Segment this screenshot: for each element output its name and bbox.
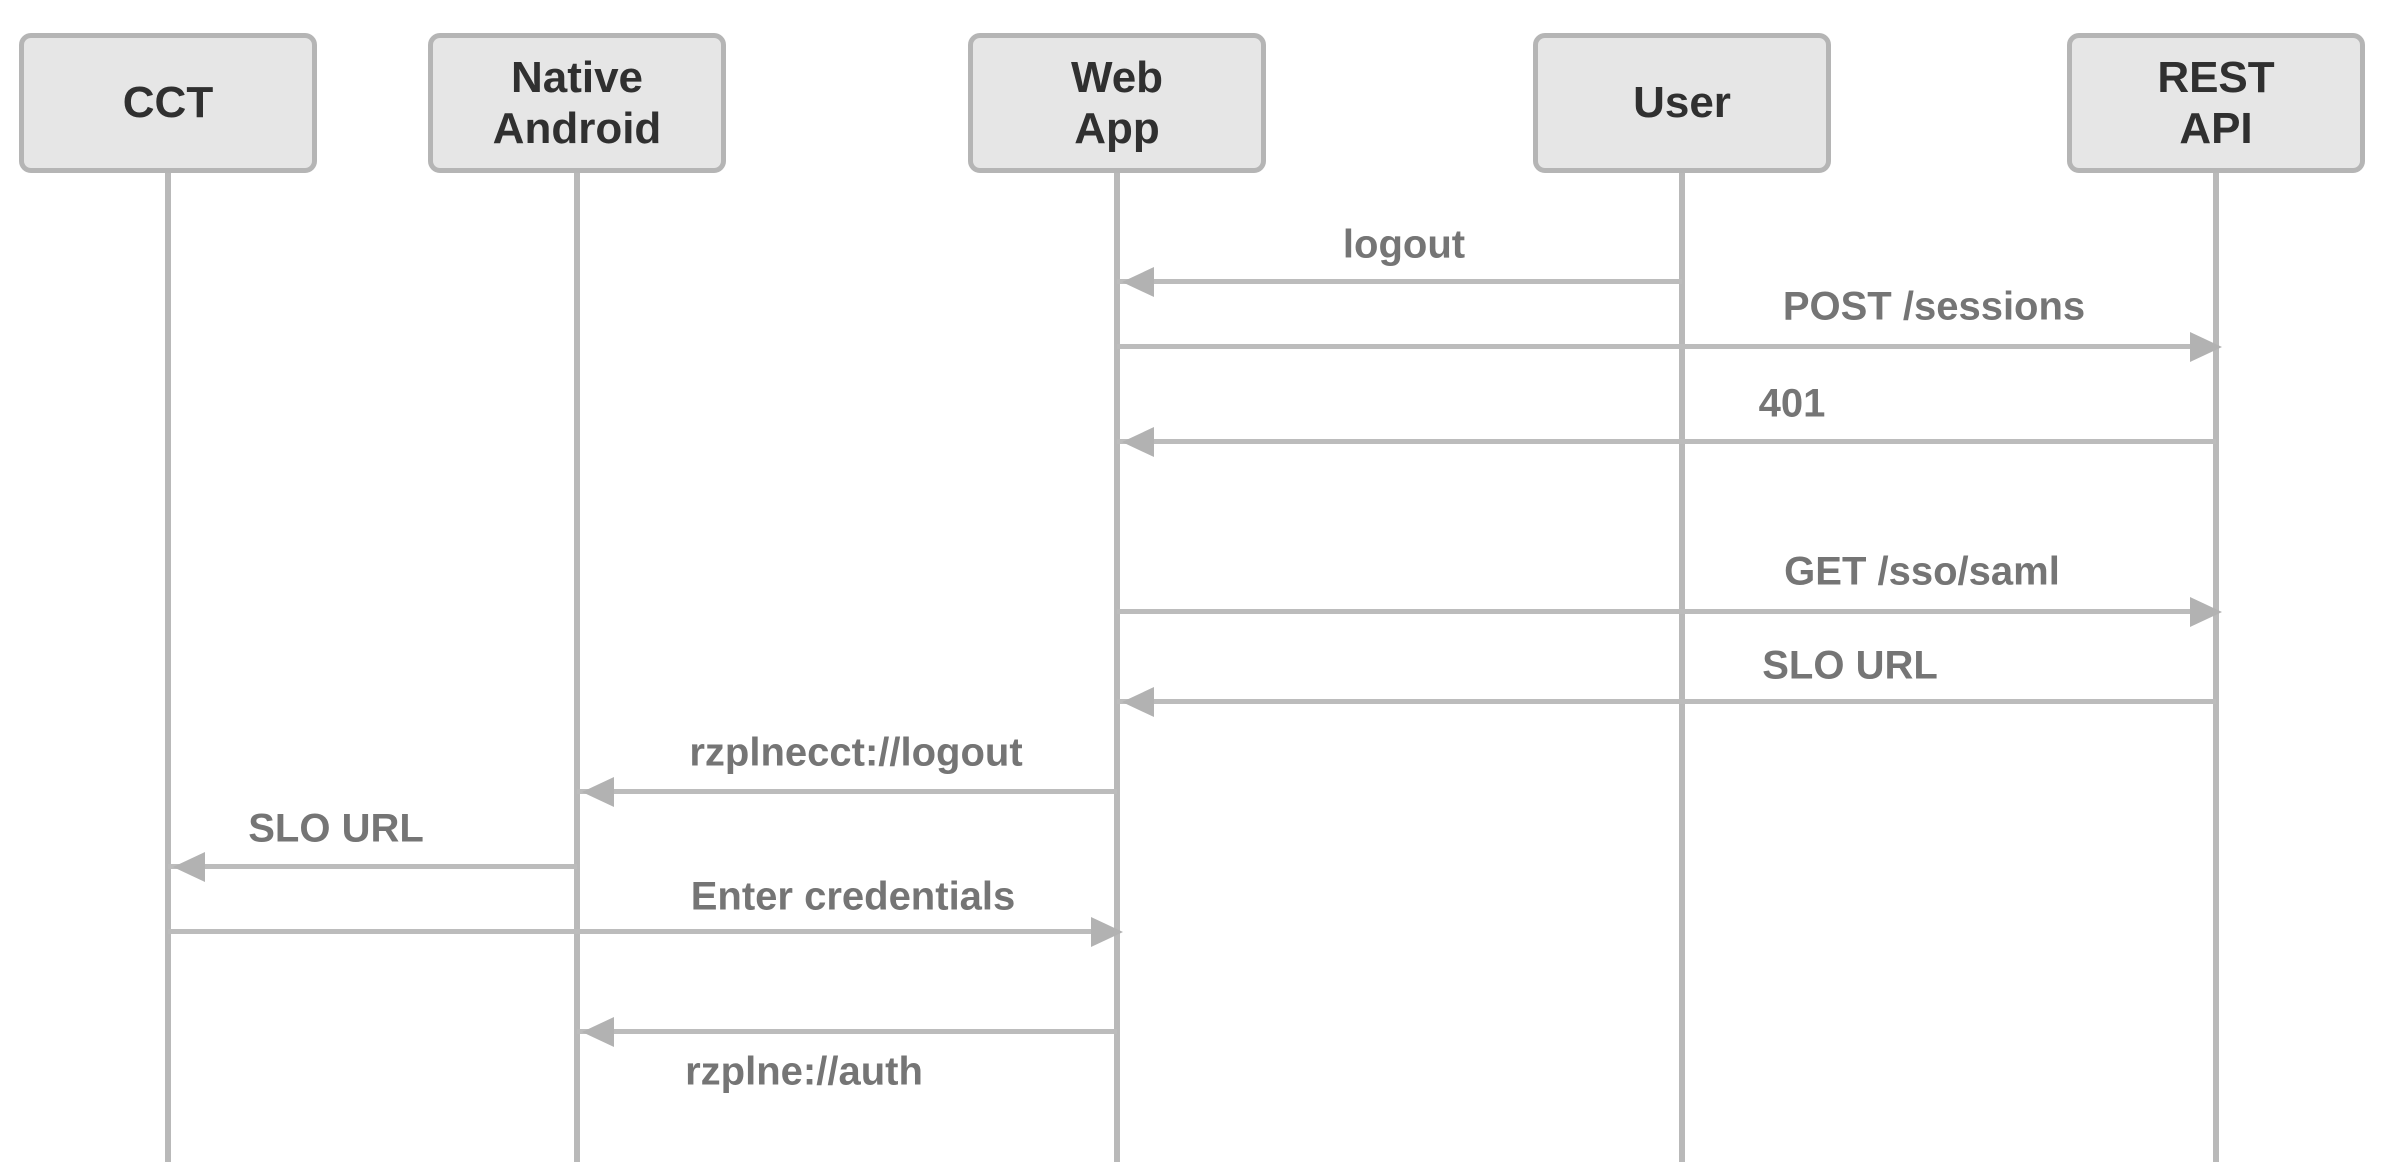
message-label: rzplnecct://logout [689, 730, 1023, 775]
actor-box-rest-api: REST API [2067, 33, 2365, 173]
message-line-native-android-to-cct [168, 864, 577, 869]
arrowhead-left-icon [582, 1017, 614, 1047]
lifeline-web-app [1114, 170, 1120, 1162]
message-label: logout [1342, 222, 1466, 267]
message-label: POST /sessions [1782, 284, 2086, 329]
arrowhead-left-icon [1122, 427, 1154, 457]
message-label: rzplne://auth [685, 1049, 923, 1094]
arrowhead-left-icon [173, 852, 205, 882]
message-line-web-app-to-native-android [577, 1029, 1117, 1034]
actor-box-web-app: Web App [968, 33, 1266, 173]
lifeline-rest-api [2213, 170, 2219, 1162]
message-line-web-app-to-native-android [577, 789, 1117, 794]
message-label: SLO URL [248, 806, 424, 851]
message-line-rest-api-to-web-app [1117, 699, 2216, 704]
message-line-user-to-web-app [1117, 279, 1682, 284]
arrowhead-left-icon [1122, 687, 1154, 717]
arrowhead-left-icon [582, 777, 614, 807]
message-label: 401 [1758, 381, 1826, 426]
message-line-web-app-to-rest-api [1117, 609, 2216, 614]
message-label: SLO URL [1762, 643, 1938, 688]
arrowhead-right-icon [2190, 332, 2222, 362]
arrowhead-right-icon [1091, 917, 1123, 947]
lifeline-native-android [574, 170, 580, 1162]
arrowhead-right-icon [2190, 597, 2222, 627]
message-line-web-app-to-rest-api [1117, 344, 2216, 349]
message-label: GET /sso/saml [1784, 549, 2060, 594]
actor-box-user: User [1533, 33, 1831, 173]
arrowhead-left-icon [1122, 267, 1154, 297]
lifeline-user [1679, 170, 1685, 1162]
lifeline-cct [165, 170, 171, 1162]
actor-box-cct: CCT [19, 33, 317, 173]
message-line-cct-to-web-app [168, 929, 1117, 934]
actor-box-native-android: Native Android [428, 33, 726, 173]
message-label: Enter credentials [690, 874, 1016, 919]
message-line-rest-api-to-web-app [1117, 439, 2216, 444]
